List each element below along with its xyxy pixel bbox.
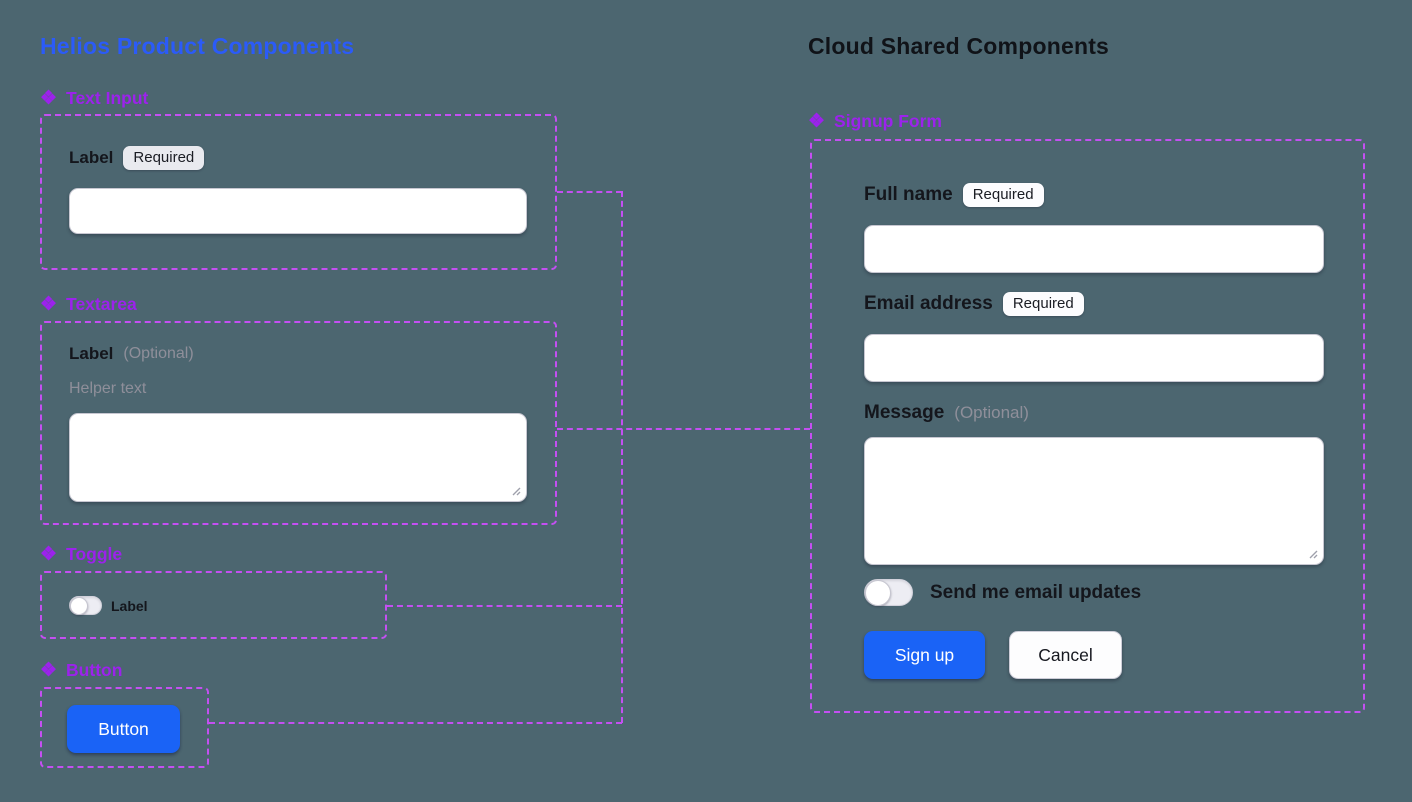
component-name: Button — [66, 660, 123, 680]
email-updates-toggle[interactable] — [864, 579, 913, 606]
component-name: Signup Form — [834, 111, 942, 131]
optional-hint: (Optional) — [123, 345, 194, 362]
sign-up-button[interactable]: Sign up — [864, 631, 985, 679]
connector-textarea-to-form — [557, 428, 810, 430]
component-name: Text Input — [66, 88, 149, 108]
textarea-field[interactable] — [69, 413, 527, 502]
email-label: Email address — [864, 293, 993, 314]
signup-form-component-frame: Full name Required Email address Require… — [810, 139, 1365, 713]
email-updates-label: Send me email updates — [930, 581, 1142, 603]
text-input-field[interactable] — [69, 188, 527, 234]
toggle-label: Label — [111, 597, 148, 614]
field-label: Label — [69, 344, 114, 363]
component-name: Toggle — [66, 544, 123, 564]
component-label-textarea: ❖ Textarea — [40, 294, 137, 315]
connector-text-input — [557, 191, 622, 193]
full-name-input[interactable] — [864, 225, 1324, 273]
required-badge: Required — [1002, 292, 1084, 316]
textarea-component-frame: Label (Optional) Helper text — [40, 321, 557, 525]
sample-button[interactable]: Button — [67, 705, 180, 753]
button-component-frame: Button — [40, 687, 209, 768]
helios-library-title: Helios Product Components — [40, 33, 355, 59]
message-textarea[interactable] — [864, 437, 1324, 565]
component-diamond-icon: ❖ — [40, 544, 58, 565]
toggle-knob[interactable] — [865, 579, 891, 606]
component-label-toggle: ❖ Toggle — [40, 544, 122, 565]
connector-toggle — [387, 605, 622, 607]
required-badge: Required — [123, 146, 205, 170]
message-label: Message — [864, 402, 945, 423]
connector-button — [209, 722, 622, 724]
component-label-button: ❖ Button — [40, 660, 122, 681]
component-label-signup-form: ❖ Signup Form — [808, 111, 942, 132]
toggle-knob[interactable] — [70, 596, 88, 615]
cloud-library-title: Cloud Shared Components — [808, 33, 1110, 59]
component-diamond-icon: ❖ — [40, 88, 58, 109]
component-diamond-icon: ❖ — [40, 294, 58, 315]
full-name-label: Full name — [864, 184, 953, 205]
toggle-switch[interactable] — [69, 596, 102, 615]
connector-trunk — [621, 191, 623, 723]
toggle-component-frame: Label — [40, 571, 387, 639]
field-label: Label — [69, 148, 114, 167]
required-badge: Required — [962, 183, 1044, 207]
helper-text: Helper text — [69, 380, 147, 397]
email-input[interactable] — [864, 334, 1324, 382]
component-diamond-icon: ❖ — [40, 660, 58, 681]
component-label-text-input: ❖ Text Input — [40, 88, 148, 109]
component-name: Textarea — [66, 294, 137, 314]
component-diamond-icon: ❖ — [808, 111, 826, 132]
optional-hint: (Optional) — [954, 403, 1029, 422]
text-input-component-frame: Label Required — [40, 114, 557, 270]
cancel-button[interactable]: Cancel — [1009, 631, 1122, 679]
